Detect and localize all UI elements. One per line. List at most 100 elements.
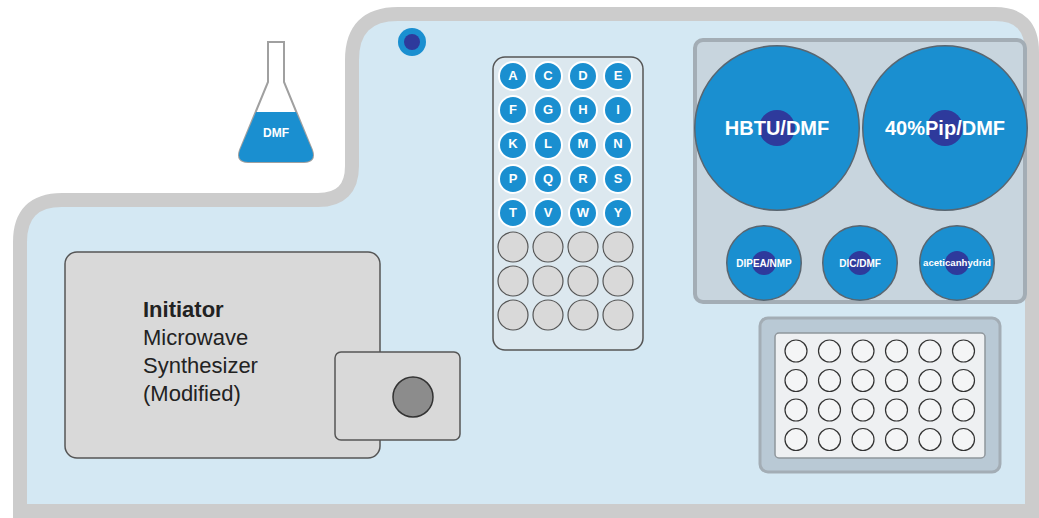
vial-circle bbox=[499, 62, 527, 90]
empty-vial bbox=[498, 266, 528, 296]
amino-acid-letter: R bbox=[578, 172, 587, 186]
amino-acid-vial: S bbox=[603, 164, 633, 194]
solvent-label: DMF bbox=[236, 126, 316, 140]
tube-hole bbox=[819, 340, 841, 362]
tube-hole bbox=[852, 399, 874, 421]
vial-circle bbox=[499, 131, 527, 159]
empty-vials bbox=[498, 232, 633, 330]
vial-circle bbox=[534, 131, 562, 159]
vial-circle bbox=[569, 131, 597, 159]
tube-rack bbox=[775, 333, 985, 458]
amino-acid-vial: T bbox=[498, 198, 528, 228]
vial-circle bbox=[863, 46, 1028, 211]
vial-circle bbox=[499, 96, 527, 124]
amino-acid-vial: H bbox=[568, 95, 598, 125]
tube-hole bbox=[953, 399, 975, 421]
amino-acid-letter: C bbox=[543, 69, 552, 83]
tube-hole bbox=[852, 429, 874, 451]
reagent-label: 40%Pip/DMF bbox=[885, 117, 1005, 139]
amino-acid-letter: W bbox=[577, 206, 589, 220]
node-shape bbox=[236, 40, 316, 164]
amino-acid-letter: V bbox=[544, 206, 553, 220]
empty-vial bbox=[603, 300, 633, 330]
reagent-bottle: HBTU/DMF bbox=[694, 45, 860, 211]
amino-acid-letter: A bbox=[508, 69, 517, 83]
vial-circle bbox=[727, 226, 802, 301]
tube-hole bbox=[919, 370, 941, 392]
tube-hole bbox=[953, 340, 975, 362]
amino-acid-letter: F bbox=[509, 103, 517, 117]
amino-acid-vial: K bbox=[498, 130, 528, 160]
vial-circle bbox=[569, 96, 597, 124]
device-description: Microwave Synthesizer (Modified) bbox=[143, 324, 273, 408]
amino-acid-vial: R bbox=[568, 164, 598, 194]
empty-vial bbox=[568, 232, 598, 262]
tube-hole bbox=[886, 370, 908, 392]
amino-acid-letter: Y bbox=[614, 206, 623, 220]
amino-acid-letter: K bbox=[508, 137, 517, 151]
empty-vial bbox=[568, 300, 598, 330]
reagent-bottle: DIPEA/NMP bbox=[726, 225, 802, 301]
vial-circle bbox=[534, 199, 562, 227]
empty-vial bbox=[603, 266, 633, 296]
amino-acid-letter: D bbox=[578, 69, 587, 83]
tube-hole bbox=[785, 340, 807, 362]
amino-acid-vial: D bbox=[568, 61, 598, 91]
amino-acid-letter: E bbox=[614, 69, 623, 83]
amino-acid-vial: I bbox=[603, 95, 633, 125]
amino-acid-vial: Y bbox=[603, 198, 633, 228]
amino-acid-letter: M bbox=[578, 137, 589, 151]
tube-hole bbox=[852, 370, 874, 392]
vial-circle bbox=[534, 96, 562, 124]
tube-hole bbox=[852, 340, 874, 362]
vial-circle bbox=[604, 62, 632, 90]
vial-circle bbox=[695, 46, 860, 211]
vial-circle bbox=[534, 165, 562, 193]
empty-vial bbox=[603, 232, 633, 262]
vial-circle bbox=[569, 62, 597, 90]
synthesizer-body bbox=[65, 252, 380, 458]
tube-hole bbox=[819, 399, 841, 421]
empty-vial bbox=[533, 232, 563, 262]
waste-port bbox=[398, 28, 426, 56]
vial-circle bbox=[499, 165, 527, 193]
reaction-vial bbox=[393, 377, 433, 417]
amino-acid-letter: N bbox=[613, 137, 622, 151]
amino-acid-vial: M bbox=[568, 130, 598, 160]
amino-acid-rack bbox=[493, 57, 643, 350]
amino-acid-letter: P bbox=[509, 172, 518, 186]
tube-hole bbox=[819, 370, 841, 392]
tube-hole bbox=[886, 340, 908, 362]
tube-hole bbox=[953, 370, 975, 392]
amino-acid-letter: I bbox=[616, 103, 620, 117]
amino-acid-vial: E bbox=[603, 61, 633, 91]
amino-acid-vial: W bbox=[568, 198, 598, 228]
reagent-bottle: aceticanhydrid bbox=[919, 225, 995, 301]
empty-vial bbox=[533, 266, 563, 296]
reagent-bottle: DIC/DMF bbox=[822, 225, 898, 301]
amino-acid-letter: S bbox=[614, 172, 623, 186]
solvent-flask: DMF bbox=[236, 40, 316, 164]
tube-hole bbox=[785, 429, 807, 451]
tube-hole bbox=[886, 399, 908, 421]
deck-outline bbox=[20, 14, 1032, 511]
vial-circle bbox=[499, 199, 527, 227]
empty-vial bbox=[568, 266, 598, 296]
tube-hole bbox=[953, 429, 975, 451]
vial-tray bbox=[335, 352, 460, 440]
amino-acid-vial: F bbox=[498, 95, 528, 125]
vial-circle bbox=[534, 62, 562, 90]
device-title: Initiator bbox=[143, 252, 380, 324]
empty-vial bbox=[498, 232, 528, 262]
reagent-label: aceticanhydrid bbox=[923, 258, 991, 269]
empty-vial bbox=[533, 300, 563, 330]
tube-hole bbox=[919, 429, 941, 451]
tube-hole bbox=[919, 340, 941, 362]
amino-acid-vial: G bbox=[533, 95, 563, 125]
tube-rack-holder bbox=[760, 318, 1000, 472]
tube-hole bbox=[785, 399, 807, 421]
reagent-bottle: 40%Pip/DMF bbox=[862, 45, 1028, 211]
amino-acid-letter: Q bbox=[543, 172, 553, 186]
